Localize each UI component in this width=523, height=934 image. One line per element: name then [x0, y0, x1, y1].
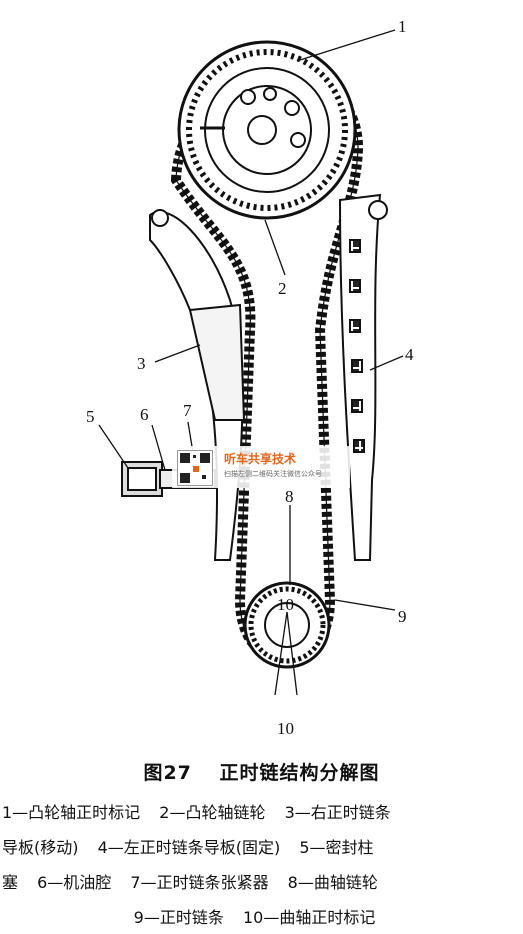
legend-item: 导板(移动): [2, 838, 79, 857]
figure-number: 图27: [143, 762, 192, 784]
figure-title: 正时链结构分解图: [219, 762, 380, 784]
watermark-badge: 听车共享技术 扫描左侧二维码关注微信公众号: [172, 446, 350, 488]
legend-item: 6—机油腔: [37, 873, 112, 892]
legend-line-4: 9—正时链条 10—曲轴正时标记: [0, 904, 523, 928]
figure-caption: 图27 正时链结构分解图: [0, 758, 523, 785]
legend-item: 7—正时链条张紧器: [130, 873, 269, 892]
legend-line-3: 塞 6—机油腔 7—正时链条张紧器 8—曲轴链轮: [2, 869, 523, 893]
callout-10-upper: 10: [277, 595, 294, 614]
watermark-title: 听车共享技术: [224, 452, 297, 466]
legend-item: 8—曲轴链轮: [287, 873, 378, 892]
callout-8: 8: [285, 487, 294, 506]
left-chain-guide: [338, 193, 388, 561]
qr-code-icon: [177, 450, 213, 486]
legend-line-2: 导板(移动) 4—左正时链条导板(固定) 5—密封柱: [2, 834, 523, 858]
callout-10-lower: 10: [277, 719, 294, 738]
legend-item: 3—右正时链条: [284, 803, 391, 822]
legend-item: 2—凸轮轴链轮: [159, 803, 266, 822]
legend-item: 4—左正时链条导板(固定): [97, 838, 281, 857]
legend-item: 1—凸轮轴正时标记: [2, 803, 141, 822]
camshaft-sprocket: [177, 40, 357, 220]
legend-item: 5—密封柱: [299, 838, 374, 857]
callout-6: 6: [140, 405, 149, 424]
callout-9: 9: [398, 607, 407, 626]
callout-7: 7: [183, 401, 192, 420]
callout-3: 3: [137, 354, 146, 373]
right-chain-guide: [149, 209, 246, 561]
legend-line-1: 1—凸轮轴正时标记 2—凸轮轴链轮 3—右正时链条: [2, 799, 523, 823]
legend-item: 9—正时链条: [133, 908, 224, 927]
callout-4: 4: [405, 345, 414, 364]
callout-1: 1: [398, 17, 407, 36]
callout-2: 2: [278, 279, 287, 298]
callout-5: 5: [86, 407, 95, 426]
crankshaft-sprocket: [243, 581, 331, 669]
watermark-subtitle: 扫描左侧二维码关注微信公众号: [224, 470, 322, 478]
timing-chain-diagram: 1 2 3 4 5 6 7 8 9 10 10: [86, 17, 414, 738]
legend-item: 塞: [2, 873, 19, 892]
legend-item: 10—曲轴正时标记: [242, 908, 376, 927]
